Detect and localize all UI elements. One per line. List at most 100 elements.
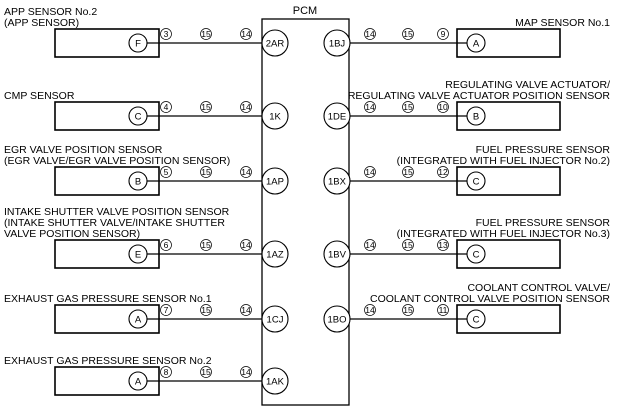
wire-number-mark: 3	[164, 29, 169, 39]
wire-number-mark: 9	[441, 29, 446, 39]
wire-mark-a-circle	[402, 166, 414, 178]
wire-number-mark-circle	[437, 28, 449, 40]
wire-number-mark-circle	[160, 166, 172, 178]
wire-mark-b-circle	[240, 366, 252, 378]
terminal-circle	[128, 171, 148, 191]
wire-mark-a: 15	[403, 102, 413, 112]
wire-number-mark-circle	[437, 239, 449, 251]
wire-mark-a-circle	[200, 166, 212, 178]
wire-mark-a-circle	[200, 101, 212, 113]
wire-number-mark: 8	[164, 367, 169, 377]
sensor-name: COOLANT CONTROL VALVE/	[467, 282, 610, 294]
pcm-pin-circle	[323, 102, 351, 130]
wire-number-mark: 11	[439, 305, 448, 315]
wire-mark-b-circle	[240, 166, 252, 178]
wire-mark-b: 14	[365, 29, 375, 39]
pcm-title: PCM	[293, 5, 317, 17]
pcm-pin-label: 1K	[269, 112, 281, 123]
wire-mark-b: 14	[365, 102, 375, 112]
terminal-letter: F	[135, 39, 141, 50]
wire-mark-b: 14	[365, 167, 375, 177]
terminal-letter: A	[135, 377, 142, 388]
pcm-pin-label: 1BJ	[329, 39, 346, 50]
pcm-pin-circle	[261, 102, 289, 130]
pcm-box	[261, 18, 350, 406]
pcm-pin-label: 1DE	[328, 112, 346, 123]
pcm-pin-label: 1BX	[328, 177, 347, 188]
terminal-letter: E	[135, 250, 141, 261]
pcm-pin-circle	[323, 240, 351, 268]
wire-mark-b-circle	[240, 304, 252, 316]
pcm-pin-circle	[261, 29, 289, 57]
terminal-circle	[466, 309, 486, 329]
wire-mark-b: 14	[241, 167, 251, 177]
wire-number-mark-circle	[437, 101, 449, 113]
sensor-name: MAP SENSOR No.1	[515, 17, 610, 29]
wire-mark-b-circle	[364, 101, 376, 113]
pcm-pin-circle	[323, 29, 351, 57]
pcm-pin-circle	[261, 167, 289, 195]
wire-mark-a-circle	[402, 304, 414, 316]
sensor-name: EGR VALVE POSITION SENSOR	[4, 144, 163, 156]
pcm-pin-circle	[323, 167, 351, 195]
terminal-circle	[466, 171, 486, 191]
sensor-name: APP SENSOR No.2	[4, 6, 97, 18]
wire-mark-b-circle	[240, 101, 252, 113]
pcm-pin-circle	[261, 240, 289, 268]
wire-mark-a: 15	[201, 305, 211, 315]
pcm-pin-circle	[261, 367, 289, 395]
wire-mark-b-circle	[364, 304, 376, 316]
terminal-letter: C	[473, 315, 480, 326]
pcm-pin-label: 1BO	[327, 315, 346, 326]
wire-number-mark: 13	[438, 240, 448, 250]
wire-number-mark-circle	[160, 366, 172, 378]
right-connection-1: REGULATING VALVE ACTUATOR/REGULATING VAL…	[323, 79, 610, 131]
sensor-name: INTAKE SHUTTER VALVE POSITION SENSOR	[4, 206, 230, 218]
left-connection-3: INTAKE SHUTTER VALVE POSITION SENSOR(INT…	[4, 206, 289, 269]
terminal-letter: C	[473, 177, 480, 188]
terminal-circle	[128, 244, 148, 264]
wire-number-mark-circle	[160, 239, 172, 251]
wire-mark-a: 15	[201, 102, 211, 112]
sensor-name: EXHAUST GAS PRESSURE SENSOR No.2	[4, 355, 212, 367]
wire-number-mark: 5	[164, 167, 169, 177]
pcm-pin-label: 1AZ	[266, 250, 284, 261]
pcm-pin-label: 1CJ	[267, 315, 284, 326]
wire-mark-b-circle	[364, 239, 376, 251]
sensor-name: REGULATING VALVE ACTUATOR/	[445, 79, 610, 91]
wire-mark-a-circle	[200, 304, 212, 316]
wire-mark-a-circle	[402, 239, 414, 251]
right-connection-3: FUEL PRESSURE SENSOR(INTEGRATED WITH FUE…	[323, 217, 611, 269]
wire-mark-a: 15	[201, 240, 211, 250]
sensor-name: (EGR VALVE/EGR VALVE POSITION SENSOR)	[4, 155, 230, 167]
terminal-circle	[466, 106, 486, 126]
wire-mark-b: 14	[241, 240, 251, 250]
left-connection-2: EGR VALVE POSITION SENSOR(EGR VALVE/EGR …	[4, 144, 289, 196]
terminal-letter: B	[473, 112, 479, 123]
wire-mark-a: 15	[201, 367, 211, 377]
pcm-pin-circle	[323, 305, 351, 333]
wire-mark-b: 14	[241, 102, 251, 112]
wire-mark-a: 15	[201, 167, 211, 177]
wire-mark-b: 14	[365, 240, 375, 250]
terminal-letter: B	[135, 177, 141, 188]
terminal-circle	[466, 33, 486, 53]
wire-mark-a-circle	[200, 366, 212, 378]
terminal-letter: A	[135, 315, 142, 326]
terminal-circle	[128, 371, 148, 391]
terminal-circle	[128, 309, 148, 329]
sensor-name: (INTEGRATED WITH FUEL INJECTOR No.3)	[397, 228, 610, 240]
sensor-name: FUEL PRESSURE SENSOR	[476, 217, 611, 229]
right-connection-4: COOLANT CONTROL VALVE/COOLANT CONTROL VA…	[323, 282, 610, 334]
sensor-name: VALVE POSITION SENSOR)	[4, 228, 140, 240]
terminal-circle	[128, 106, 148, 126]
wire-mark-a-circle	[200, 28, 212, 40]
pcm-pin-label: 1BV	[328, 250, 347, 261]
